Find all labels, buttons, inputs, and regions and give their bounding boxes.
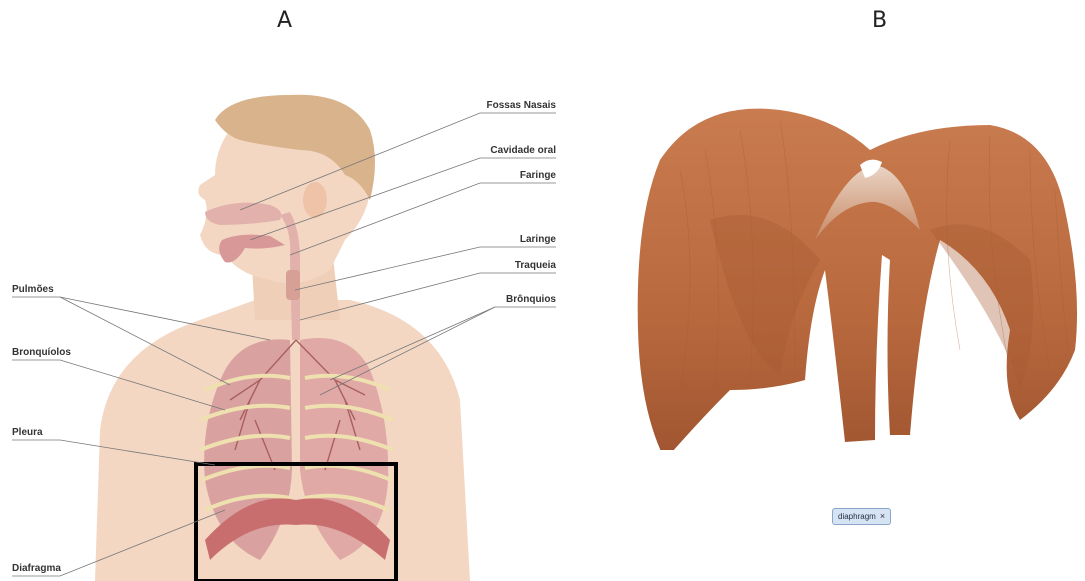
label-laringe: Laringe	[470, 234, 556, 246]
label-traqueia: Traqueia	[470, 260, 556, 272]
close-icon[interactable]: ×	[880, 509, 885, 524]
inner-shadow-right	[930, 224, 1033, 390]
label-fossas-nasais: Fossas Nasais	[470, 100, 556, 112]
label-bronquios: Brônquios	[470, 294, 556, 306]
respiratory-system-illustration	[0, 0, 600, 581]
label-diafragma: Diafragma	[12, 563, 61, 575]
ear	[303, 182, 327, 218]
structure-tag[interactable]: diaphragm ×	[832, 508, 891, 525]
label-pleura: Pleura	[12, 427, 43, 439]
diaphragm-3d-render[interactable]	[620, 90, 1085, 450]
label-faringe: Faringe	[470, 170, 556, 182]
panel-label-b: B	[872, 8, 887, 33]
label-cavidade-oral: Cavidade oral	[470, 145, 556, 157]
larynx	[286, 270, 300, 300]
label-bronquiolos: Bronquíolos	[12, 347, 71, 359]
tag-label: diaphragm	[838, 509, 876, 524]
label-pulmoes: Pulmões	[12, 284, 54, 296]
